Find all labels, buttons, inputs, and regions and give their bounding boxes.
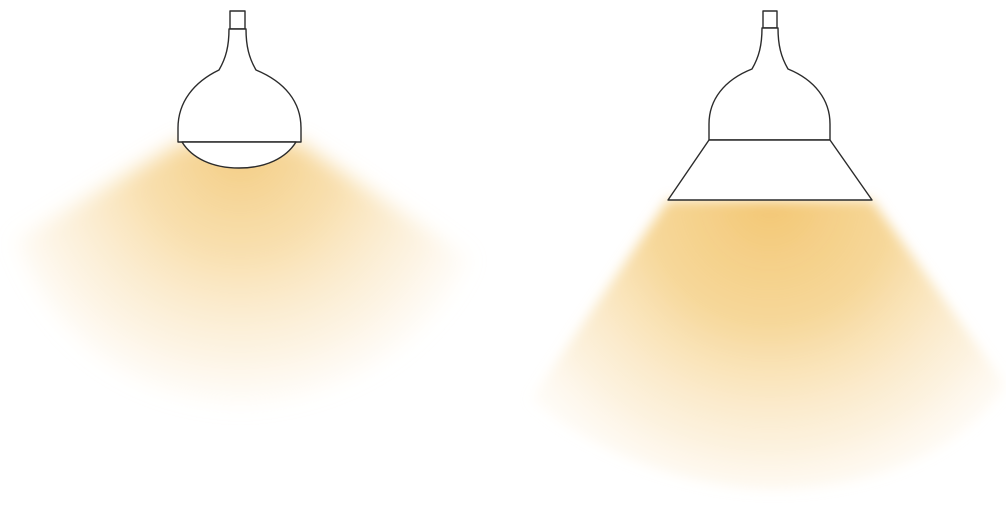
- light-beam-left: [15, 142, 470, 405]
- pendant-lamp-with-dome-diffuser-icon: [178, 11, 301, 168]
- pendant-lamp-with-conical-shade-icon: [668, 11, 872, 200]
- lamp-dome-diffuser: [15, 11, 470, 405]
- light-beam-right: [530, 200, 1006, 490]
- lamp-conical-shade: [530, 11, 1006, 490]
